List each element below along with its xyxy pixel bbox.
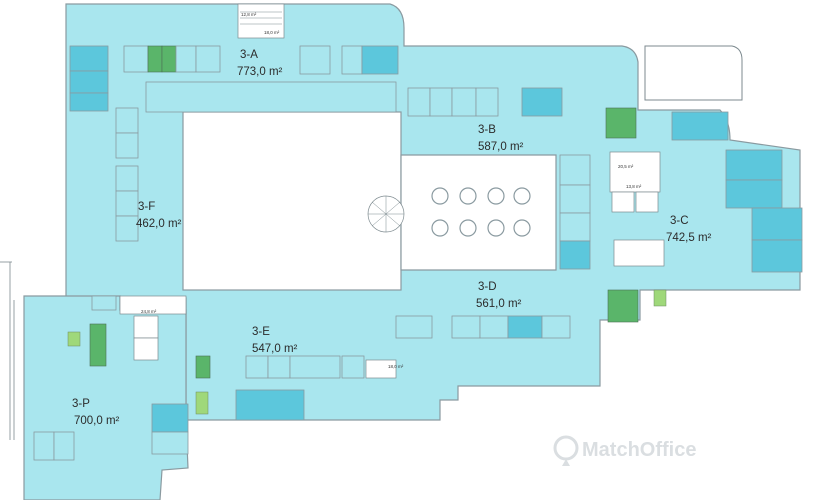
zone-a-area: 773,0 m²	[237, 66, 283, 78]
watermark: MatchOffice	[553, 435, 696, 466]
atrium	[400, 154, 557, 271]
zone-c-area: 742,5 m²	[666, 232, 712, 244]
small-area-c-1: 20,5 m²	[618, 164, 634, 169]
zone-e-label: 3-E	[252, 326, 270, 338]
small-area-top-2: 18,0 m²	[264, 30, 280, 35]
rooms-c	[559, 107, 803, 323]
courtyard	[182, 111, 402, 291]
watermark-text: MatchOffice	[582, 439, 696, 461]
zone-c-label: 3-C	[670, 215, 689, 227]
zone-f-area: 462,0 m²	[136, 218, 182, 230]
rooms-p	[33, 295, 189, 461]
small-area-e-1: 24,8 m²	[141, 309, 157, 314]
zone-d-area: 561,0 m²	[476, 298, 522, 310]
zone-d-label: 3-D	[478, 281, 497, 293]
zone-e-area: 547,0 m²	[252, 343, 298, 355]
exterior-lines	[0, 261, 15, 440]
zone-b-area: 587,0 m²	[478, 141, 524, 153]
core-top	[237, 3, 285, 39]
core-c	[609, 151, 665, 267]
zone-b-label: 3-B	[478, 124, 496, 136]
spiral-stair	[367, 195, 405, 233]
rooms-d	[395, 315, 571, 339]
zone-f-label: 3-F	[138, 201, 155, 213]
atrium-tables	[431, 187, 531, 237]
small-area-c-2: 13,8 m²	[626, 184, 642, 189]
core-e	[119, 295, 397, 379]
rooms-a	[69, 45, 399, 112]
outline-annex	[644, 45, 743, 101]
small-area-e-2: 18,0 m²	[388, 364, 404, 369]
zone-p-area: 700,0 m²	[74, 415, 120, 427]
zone-a-label: 3-A	[240, 49, 258, 61]
rooms-f	[115, 107, 139, 242]
small-area-top-1: 12,8 m²	[241, 12, 257, 17]
rooms-e	[195, 355, 365, 421]
rooms-b	[407, 87, 563, 117]
zone-p-label: 3-P	[72, 398, 90, 410]
corridor-a	[145, 81, 397, 113]
